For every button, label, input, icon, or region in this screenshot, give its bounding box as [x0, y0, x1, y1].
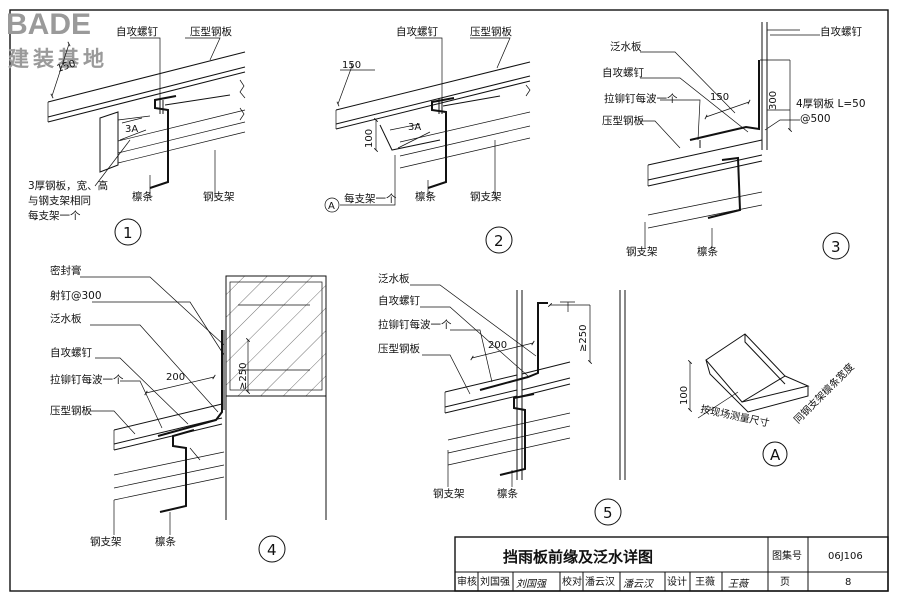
- drawing-label: 檩条: [497, 487, 518, 500]
- atlas-label: 图集号: [772, 549, 802, 562]
- drawing-label: 150: [342, 60, 361, 71]
- designer-signature: 王薇: [728, 578, 750, 590]
- drawing-label: 钢支架: [433, 487, 465, 500]
- drawing-label: 按现场测量尺寸: [699, 402, 770, 429]
- drawing-label: 2: [494, 232, 504, 250]
- drawing-label: 泛水板: [378, 272, 410, 285]
- drawing-title: 挡雨板前缘及泛水详图: [503, 548, 653, 566]
- drawing-label: 泛水板: [50, 312, 82, 325]
- drawing-label: 泛水板: [610, 40, 642, 53]
- drawing-label: 拉铆钉每波一个: [378, 318, 452, 331]
- drawing-label: 拉铆钉每波一个: [604, 92, 678, 105]
- drawing-label: 100: [364, 129, 375, 148]
- checker-signature: 潘云汉: [623, 578, 654, 590]
- drawing-label: 自攻螺钉: [116, 25, 158, 38]
- drawing-label: 自攻螺钉: [602, 66, 644, 79]
- drawing-label: 4厚钢板 L=50: [796, 97, 866, 110]
- reviewer-signature: 刘国强: [516, 578, 547, 590]
- drawing-label: 3A: [408, 122, 421, 133]
- drawing-label: 钢支架: [470, 190, 502, 203]
- detail-2: 150 100 3A 自攻螺钉 压型钢板 A 每支架一个 檩条 钢支架 2: [324, 25, 531, 254]
- drawing-label: 压型钢板: [190, 25, 232, 38]
- page-label: 页: [780, 576, 790, 588]
- drawing-label: 射钉@300: [50, 289, 102, 302]
- detail-a: 100 按现场测量尺寸 同钢支架檩条宽度 A: [679, 333, 857, 467]
- drawing-label: 自攻螺钉: [378, 294, 420, 307]
- drawing-label: 压型钢板: [470, 25, 512, 38]
- sheet-frame: [9, 9, 889, 592]
- drawing-label: 4: [267, 541, 277, 559]
- role-designer: 设计: [667, 575, 687, 588]
- drawing-label: 300: [768, 91, 779, 110]
- drawing-label: 同钢支架檩条宽度: [791, 360, 857, 426]
- drawing-label: ≥250: [238, 363, 249, 390]
- drawing-label: 与钢支架相同: [28, 194, 91, 207]
- drawing-label: A: [328, 201, 335, 212]
- reviewer-name: 刘国强: [480, 576, 510, 588]
- drawing-label: 压型钢板: [50, 404, 92, 417]
- detail-4: 200 ≥250 密封膏 射钉@300 泛水板 自攻螺钉 拉铆钉每波一个 压型钢…: [50, 264, 327, 563]
- drawing-label: 檩条: [155, 535, 176, 548]
- drawing-label: 5: [603, 504, 613, 522]
- drawing-label: 压型钢板: [378, 342, 420, 355]
- drawing-label: 200: [488, 340, 507, 351]
- drawing-label: 钢支架: [90, 535, 122, 548]
- drawing-label: 3: [831, 238, 841, 256]
- drawing-label: 密封膏: [50, 264, 82, 277]
- drawing-label: 钢支架: [203, 190, 235, 203]
- drawing-label: 每支架一个: [28, 209, 81, 222]
- page-number: 8: [845, 577, 851, 588]
- checker-name: 潘云汉: [585, 576, 615, 588]
- drawing-label: 钢支架: [626, 245, 658, 258]
- drawing-label: 檩条: [132, 190, 153, 203]
- drawing-label: 自攻螺钉: [820, 25, 862, 38]
- role-reviewer: 审核: [457, 575, 477, 588]
- bade-logo: BADE 建装基地: [6, 8, 104, 71]
- drawing-label: 自攻螺钉: [396, 25, 438, 38]
- drawing-label: 压型钢板: [602, 114, 644, 127]
- drawing-label: @500: [800, 113, 831, 125]
- drawing-label: 200: [166, 372, 185, 383]
- drawing-label: 拉铆钉每波一个: [50, 373, 124, 386]
- drawing-label: 3A: [125, 124, 138, 135]
- drawing-label: 3厚钢板，宽、高: [28, 179, 108, 192]
- designer-name: 王薇: [695, 576, 715, 588]
- detail-3: 150 300 泛水板 自攻螺钉 拉铆钉每波一个 压型钢板 自攻螺钉 4厚钢板 …: [602, 22, 866, 260]
- drawing-label: ≥250: [578, 325, 589, 352]
- detail-1: 150 自攻螺钉 压型钢板 3A 3厚钢板，宽、高 与钢支架相同 每支架一个 檩…: [28, 25, 246, 246]
- drawing-label: 檩条: [697, 245, 718, 258]
- detail-5: 200 ≥250 泛水板 自攻螺钉 拉铆钉每波一个 压型钢板 钢支架 檩条 5: [378, 272, 626, 526]
- drawing-label: 自攻螺钉: [50, 346, 92, 359]
- drawing-label: 每支架一个: [344, 192, 397, 205]
- role-checker: 校对: [562, 575, 582, 588]
- drawing-label: 檩条: [415, 190, 436, 203]
- atlas-number: 06J106: [828, 551, 863, 562]
- drawing-label: A: [770, 446, 781, 464]
- drawing-label: 1: [123, 224, 133, 242]
- title-block: 挡雨板前缘及泛水详图 图集号 06J106 页 8 审核 刘国强 刘国强 校对 …: [454, 536, 889, 592]
- drawing-label: BADE: [6, 8, 91, 41]
- drawing-label: 100: [679, 386, 690, 405]
